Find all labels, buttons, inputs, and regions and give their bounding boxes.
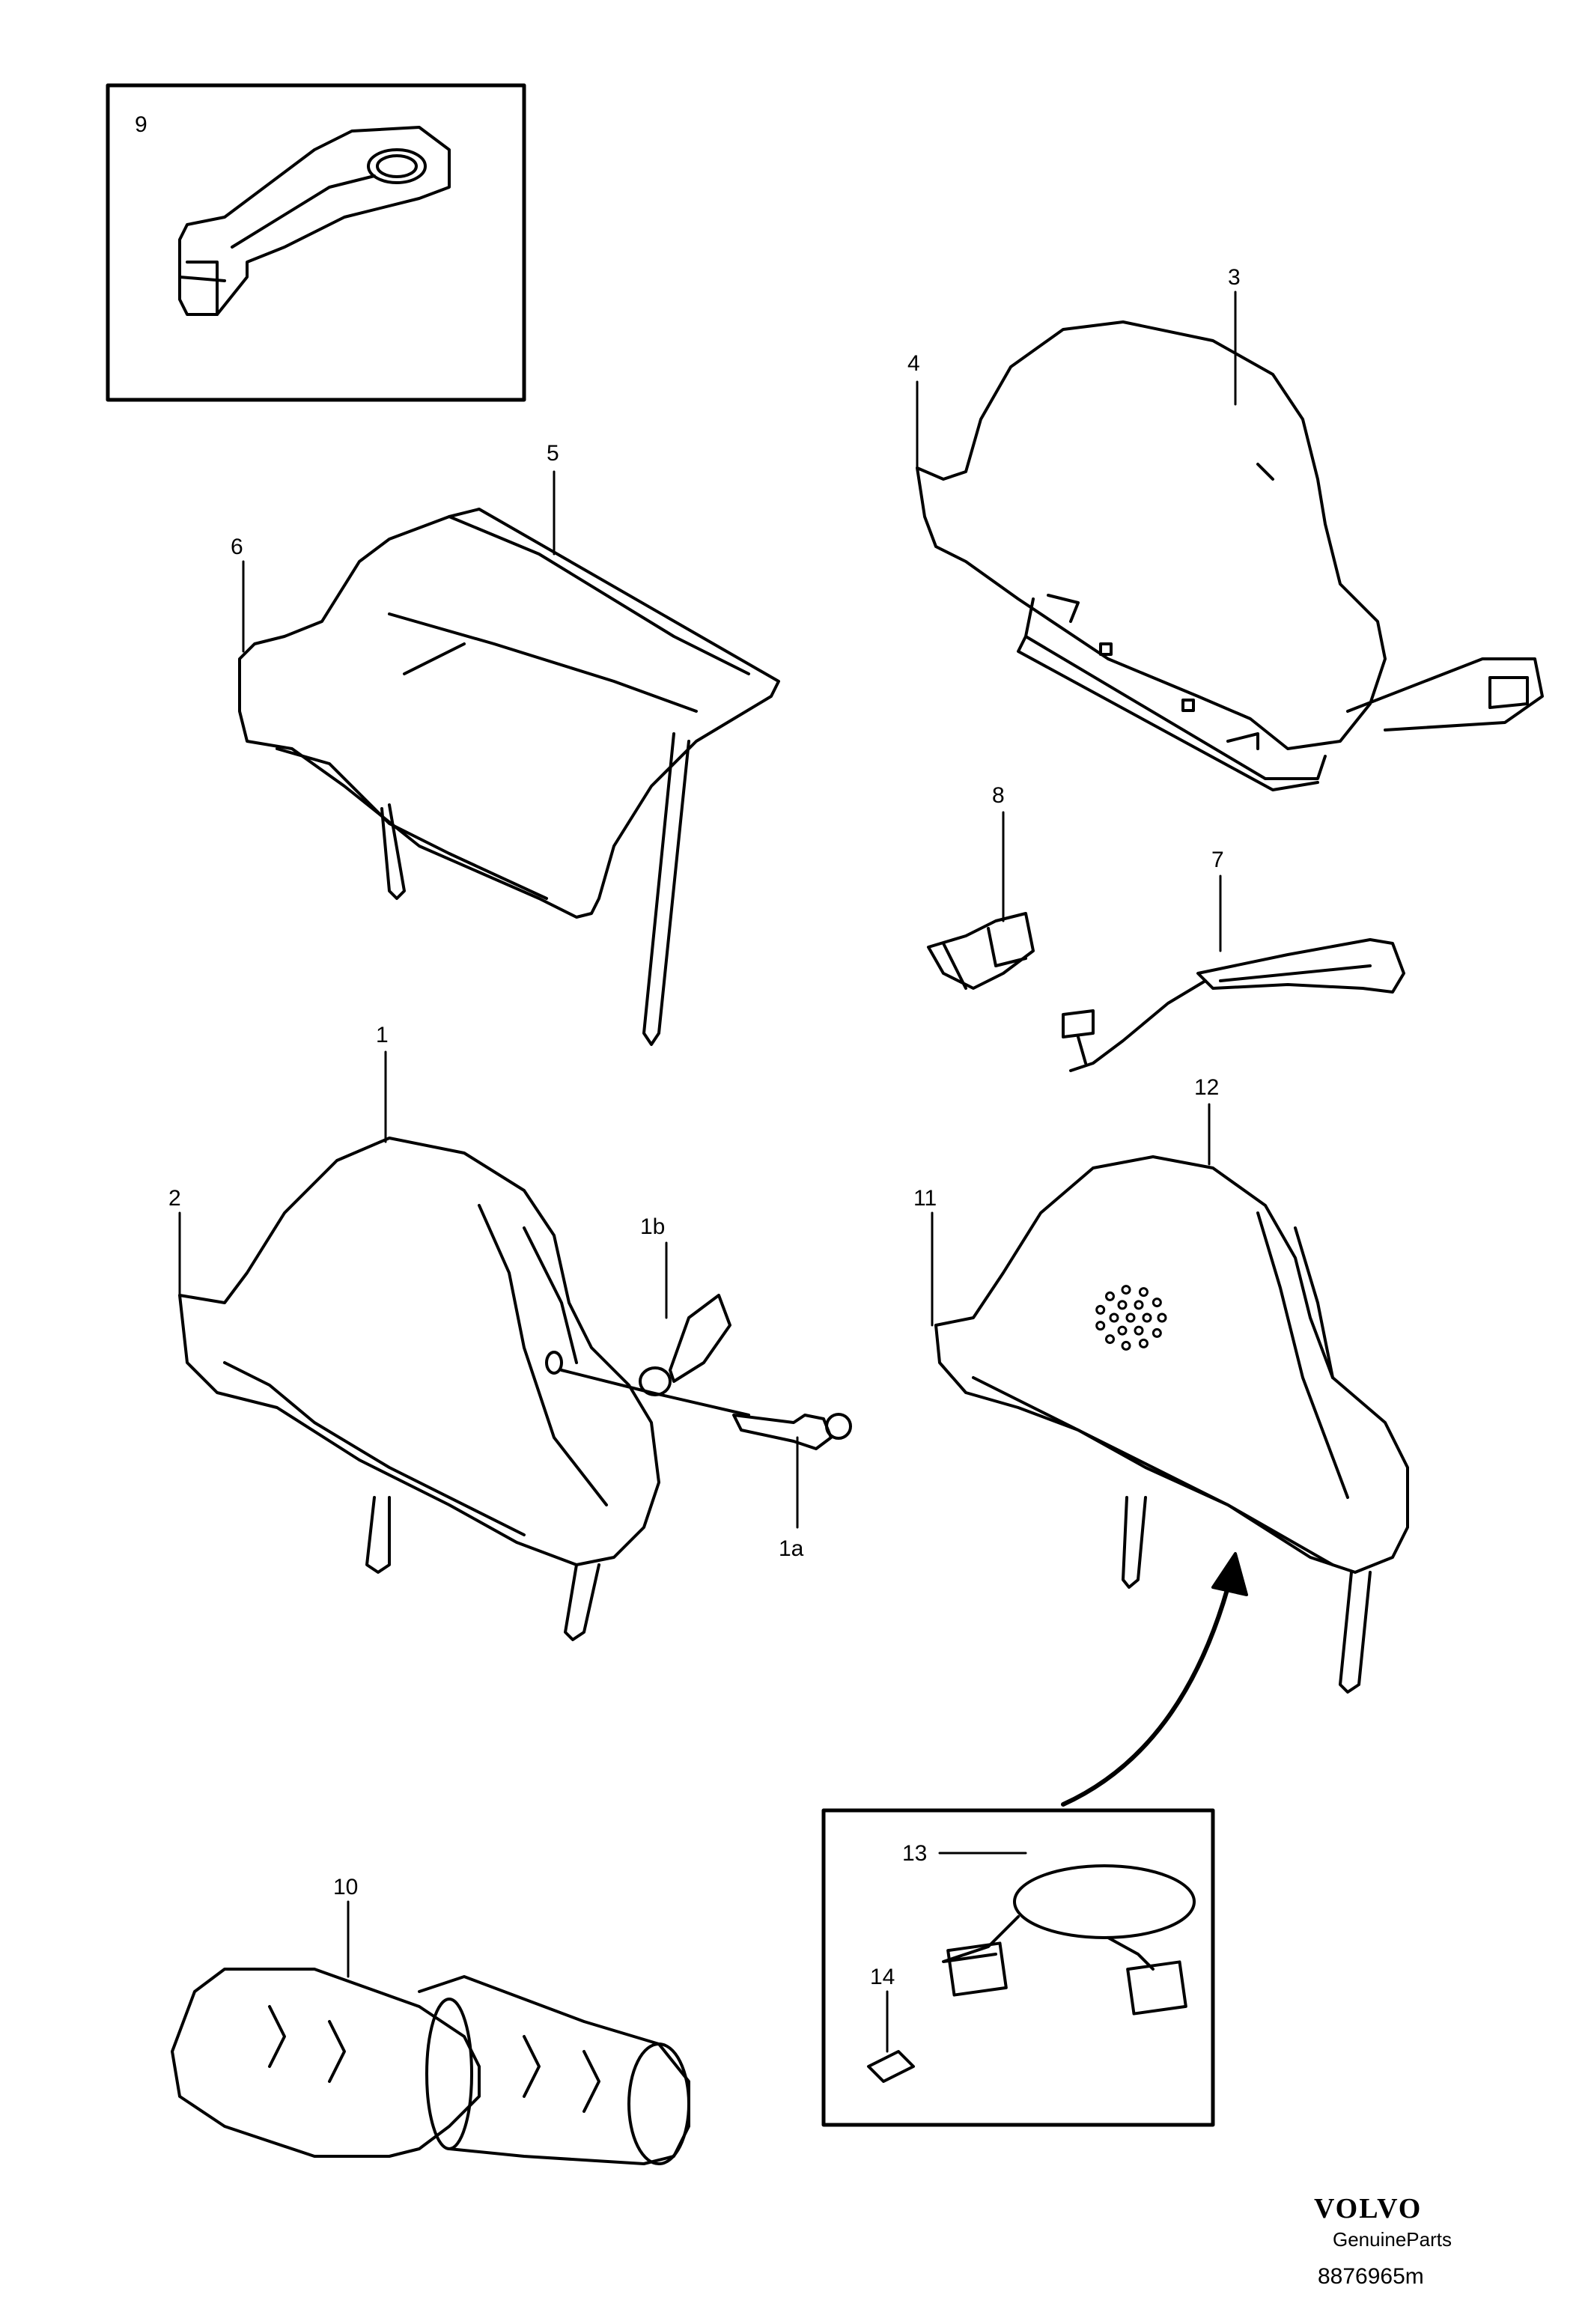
grille-hole	[1117, 1325, 1128, 1336]
brand-subtitle: GenuineParts	[1333, 2228, 1452, 2251]
callout-1a: 1a	[779, 1536, 804, 1561]
grille-hole	[1121, 1340, 1131, 1351]
grille-hole	[1138, 1338, 1149, 1348]
grille-hole	[1095, 1304, 1106, 1315]
callout-1: 1	[376, 1023, 389, 1047]
callout-7: 7	[1211, 848, 1224, 872]
part-9-lever	[106, 83, 526, 402]
callout-5: 5	[547, 441, 559, 466]
leader-lines	[178, 290, 1237, 2053]
callout-13: 13	[902, 1841, 927, 1866]
part-5-headrest-cushion	[238, 508, 780, 1046]
grille-hole	[1134, 1300, 1144, 1310]
part-13-harness-box	[821, 1808, 1215, 2127]
reference-number: 8876965m	[1318, 2264, 1424, 2289]
callout-4: 4	[907, 351, 920, 376]
grille-hole	[1117, 1300, 1128, 1310]
grille-hole	[1125, 1312, 1136, 1323]
part-11-headrest-grille	[934, 1155, 1409, 1694]
grille-hole	[1152, 1298, 1162, 1308]
grille-hole	[1138, 1287, 1149, 1298]
callout-labels: 9 5 6 3 4 8 7 1 2 1b 1a 11 12 13 14 10	[135, 112, 1241, 1989]
grille-hole	[1104, 1291, 1115, 1301]
grille-hole	[1121, 1285, 1131, 1295]
callout-14: 14	[870, 1965, 895, 1989]
speaker-grille-icon	[1095, 1285, 1167, 1351]
callout-9: 9	[135, 112, 147, 137]
callout-1b: 1b	[640, 1214, 665, 1239]
arrow-head-icon	[1211, 1552, 1248, 1596]
part-10-cushion-roll	[171, 1968, 690, 2165]
brand-block: VOLVO GenuineParts 8876965m	[1314, 2193, 1452, 2289]
grille-hole	[1109, 1312, 1119, 1323]
part-1b-fastener	[639, 1294, 731, 1396]
part-7-strap-wire	[1062, 938, 1405, 1072]
grille-hole	[1142, 1312, 1152, 1323]
part-1a-pin	[732, 1413, 852, 1450]
callout-3: 3	[1228, 265, 1241, 290]
grille-hole	[1104, 1334, 1115, 1345]
grille-hole	[1134, 1325, 1144, 1336]
assembly-arrow	[1061, 1585, 1230, 1807]
callout-11: 11	[913, 1186, 937, 1211]
callout-6: 6	[231, 535, 243, 559]
callout-10: 10	[333, 1875, 358, 1899]
callout-2: 2	[168, 1186, 181, 1211]
callout-12: 12	[1194, 1075, 1219, 1100]
brand-logo-text: VOLVO	[1314, 2193, 1422, 2224]
part-3-headrest-speaker	[916, 320, 1544, 791]
grille-hole	[1095, 1321, 1106, 1331]
grille-hole	[1157, 1312, 1167, 1323]
part-1-headrest	[178, 1137, 750, 1641]
grille-hole	[1152, 1327, 1162, 1338]
callout-8: 8	[992, 783, 1005, 808]
part-8-clip	[927, 912, 1035, 990]
